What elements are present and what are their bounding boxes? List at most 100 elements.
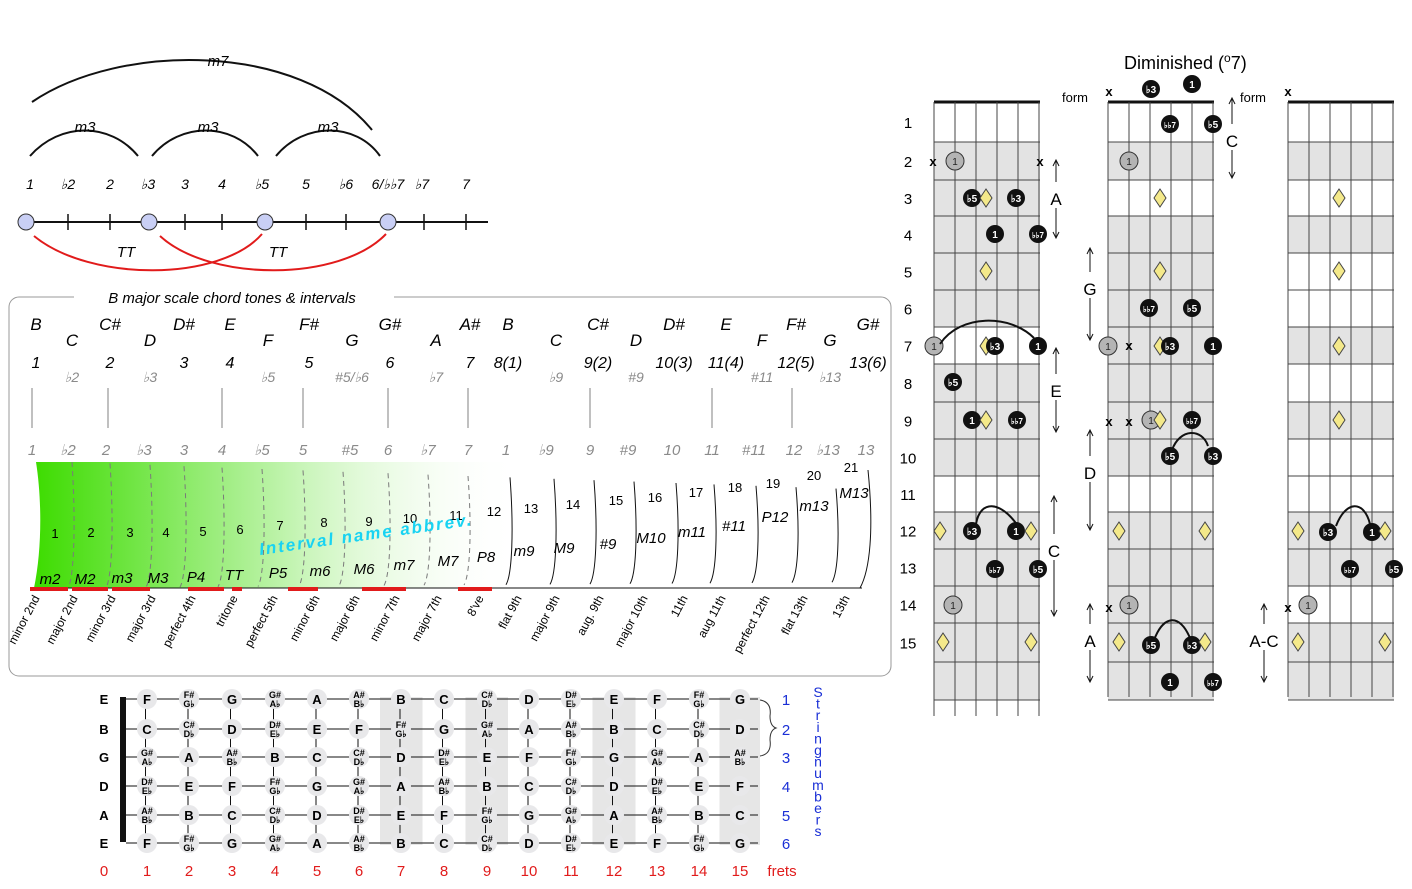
fret-number: 10 [521, 863, 538, 880]
interval-abbrev: m9 [514, 543, 535, 560]
m3-arc-1 [29, 129, 139, 157]
scale-tone-diamond [1332, 336, 1346, 356]
scale-note: C# [587, 315, 609, 334]
semitone-count: 19 [766, 476, 780, 491]
note-name: G [735, 836, 745, 851]
open-string-note: G [99, 750, 109, 765]
tritone-label-2: TT [269, 244, 289, 261]
note-cell [647, 833, 667, 853]
scale-tone-diamond [1332, 188, 1346, 208]
note-sharp: D# [565, 834, 577, 844]
chord-tone-label: ♭3 [1323, 528, 1334, 539]
scale-degree: 5 [305, 355, 314, 372]
note-flat: A♭ [482, 729, 493, 739]
note-name: B [184, 808, 193, 823]
note-sharp: F# [396, 720, 407, 730]
tritone-arc-1 [33, 233, 263, 272]
note-sharp: C# [693, 720, 705, 730]
note-name: A [524, 722, 534, 737]
interval-abbrev: P4 [187, 569, 205, 586]
scale-tone-diamond [933, 521, 947, 541]
frets-label: frets [767, 863, 796, 880]
semitone-count: 8 [320, 515, 327, 530]
note-sharp: F# [270, 777, 281, 787]
muted-string-mark: x [1036, 154, 1044, 169]
note-cell [730, 747, 750, 767]
arrow-head-up [1228, 96, 1236, 105]
note-sharp: C# [269, 806, 281, 816]
note-name: G [227, 836, 237, 851]
scale-degree-small: 7 [464, 442, 473, 459]
scale-note: D [630, 331, 642, 350]
note-cell [137, 747, 157, 767]
fret-number: 13 [649, 863, 666, 880]
note-cell [730, 719, 750, 739]
scale-note: D# [663, 315, 685, 334]
note-sharp: G# [481, 720, 493, 730]
scale-tone-diamond [1153, 410, 1167, 430]
form-label: C [1226, 132, 1238, 151]
fret-number: 3 [228, 863, 236, 880]
fret-number: 2 [185, 863, 193, 880]
scale-degree: 2 [105, 355, 115, 372]
note-cell [561, 747, 581, 767]
interval-name: major 2nd [43, 593, 80, 647]
form-label: D [1084, 464, 1096, 483]
interval-name: major 3rd [122, 593, 158, 644]
chord-tone-dot [1029, 225, 1047, 243]
chord-tone-label: ♭5 [967, 194, 978, 205]
fret-number: 0 [100, 863, 108, 880]
note-cell [137, 805, 157, 825]
note-sharp: D# [353, 806, 365, 816]
m3-label-1: m3 [75, 119, 96, 136]
note-name: E [483, 750, 492, 765]
scale-degree-small: ♭9 [538, 442, 554, 459]
interval-abbrev: m13 [799, 498, 829, 515]
degree-label: 6/♭♭7 [372, 176, 406, 192]
muted-string-mark: x [929, 154, 937, 169]
open-root-marker [924, 336, 944, 356]
semitone-count: 12 [487, 504, 501, 519]
note-flat: B♭ [652, 815, 663, 825]
open-string-note: B [99, 722, 108, 737]
note-name: C [735, 808, 745, 823]
chord-tone-label: 1 [1210, 342, 1216, 353]
form-label: A [1050, 190, 1062, 209]
note-name: B [482, 779, 491, 794]
scale-note: A [429, 331, 441, 350]
chord-tone-label: 1 [992, 230, 998, 241]
note-cell [477, 805, 497, 825]
semitone-divider [338, 471, 346, 587]
note-sharp: G# [269, 834, 281, 844]
slur-arc [939, 319, 1035, 345]
note-cell [647, 776, 667, 796]
diminished-chord-diagrams: Diminished (o7) form form 12345678910111… [900, 51, 1403, 716]
chord-tone-label: 1 [950, 601, 956, 612]
arrow-head-down [1050, 609, 1058, 618]
interval-name: minor 2nd [5, 593, 42, 647]
note-name: E [695, 779, 704, 794]
semitone-divider [145, 464, 153, 588]
chord-fret-number: 3 [904, 191, 912, 208]
scale-tone-diamond [1024, 521, 1038, 541]
scale-degree-small: 2 [101, 442, 111, 459]
chord-tone-label: ♭5 [1389, 565, 1400, 576]
note-sharp: F# [482, 806, 493, 816]
note-flat: G♭ [693, 843, 704, 853]
open-root-marker [945, 151, 965, 171]
scale-degree-small: 13 [858, 442, 875, 459]
interval-name: major 6th [327, 593, 363, 644]
chord-tone-dot [1204, 337, 1222, 355]
chord-tone-label: 1 [1126, 157, 1132, 168]
note-cell [434, 747, 454, 767]
slur-arc [975, 505, 1019, 527]
interval-name: minor 7th [367, 593, 403, 644]
chord-fret-number: 8 [904, 376, 912, 393]
note-cell [561, 833, 581, 853]
m3-label-2: m3 [198, 119, 219, 136]
scale-note: B [30, 315, 41, 334]
note-cell [222, 776, 242, 796]
note-cell [519, 719, 539, 739]
note-cell [391, 719, 411, 739]
